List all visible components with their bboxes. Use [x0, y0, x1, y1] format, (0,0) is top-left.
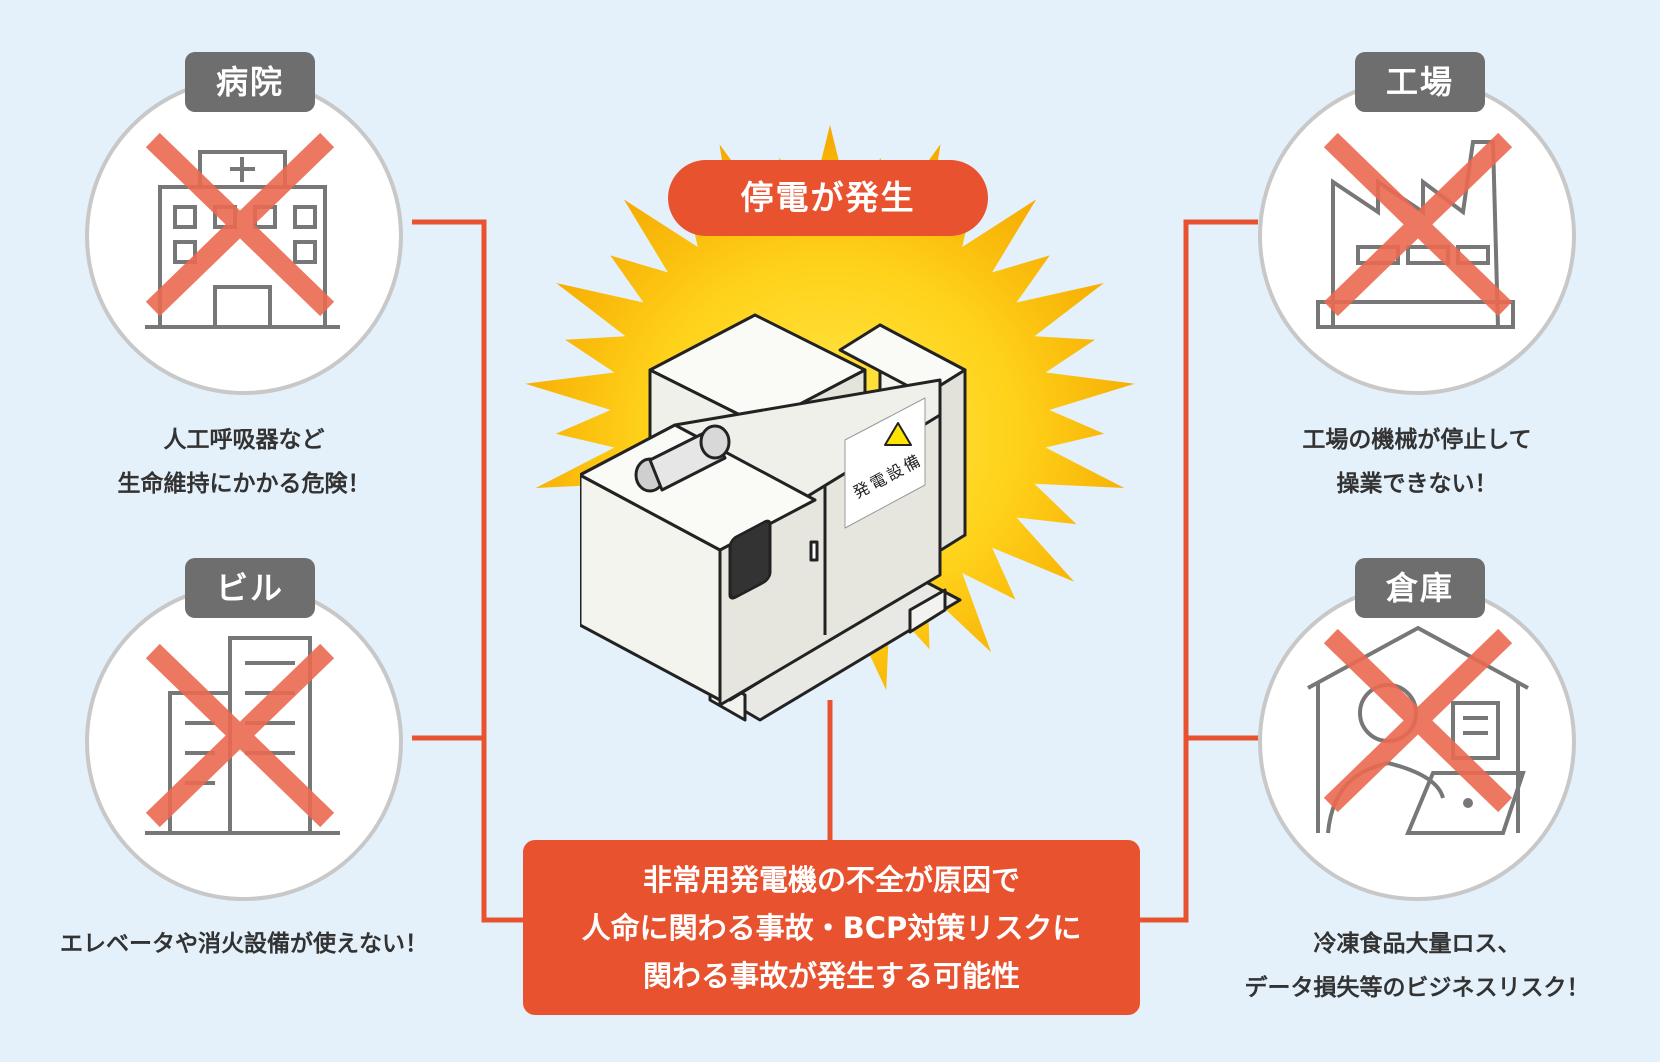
hospital-circle: [85, 77, 403, 395]
hospital-tag: 病院: [185, 52, 315, 112]
factory-description: 工場の機械が停止して 操業できない！: [1217, 418, 1617, 506]
generator-illustration: [580, 313, 967, 722]
office-building-icon: [145, 636, 340, 835]
building-circle: [85, 583, 403, 901]
factory-icon: [1316, 132, 1515, 329]
building-description: エレベータや消火設備が使えない！: [14, 922, 474, 966]
building-desc-line: エレベータや消火設備が使えない！: [60, 931, 428, 957]
power-outage-alert: 停電が発生: [668, 160, 988, 236]
cause-line: 非常用発電機の不全が原因で: [642, 863, 1020, 897]
hospital-desc-line: 人工呼吸器など: [163, 427, 325, 453]
building-tag: ビル: [185, 558, 315, 618]
hospital-desc-line: 生命維持にかかる危険！: [117, 471, 371, 497]
hospital-icon: [145, 132, 340, 329]
warehouse-desc-line: データ損失等のビジネスリスク！: [1244, 975, 1590, 1001]
factory-circle: [1258, 77, 1576, 395]
cause-line: 関わる事故が発生する可能性: [642, 959, 1020, 993]
warehouse-tag: 倉庫: [1355, 558, 1485, 618]
warehouse-circle: [1258, 583, 1576, 901]
warehouse-description: 冷凍食品大量ロス、 データ損失等のビジネスリスク！: [1192, 922, 1642, 1010]
factory-desc-line: 操業できない！: [1336, 471, 1498, 497]
factory-tag: 工場: [1355, 52, 1485, 112]
cause-summary-box: 非常用発電機の不全が原因で 人命に関わる事故・BCP対策リスクに 関わる事故が発…: [523, 840, 1140, 1015]
factory-desc-line: 工場の機械が停止して: [1302, 427, 1532, 453]
cause-line: 人命に関わる事故・BCP対策リスクに: [581, 911, 1082, 945]
hospital-description: 人工呼吸器など 生命維持にかかる危険！: [44, 418, 444, 506]
warehouse-desc-line: 冷凍食品大量ロス、: [1313, 931, 1521, 957]
warehouse-worker-icon: [1307, 625, 1529, 835]
